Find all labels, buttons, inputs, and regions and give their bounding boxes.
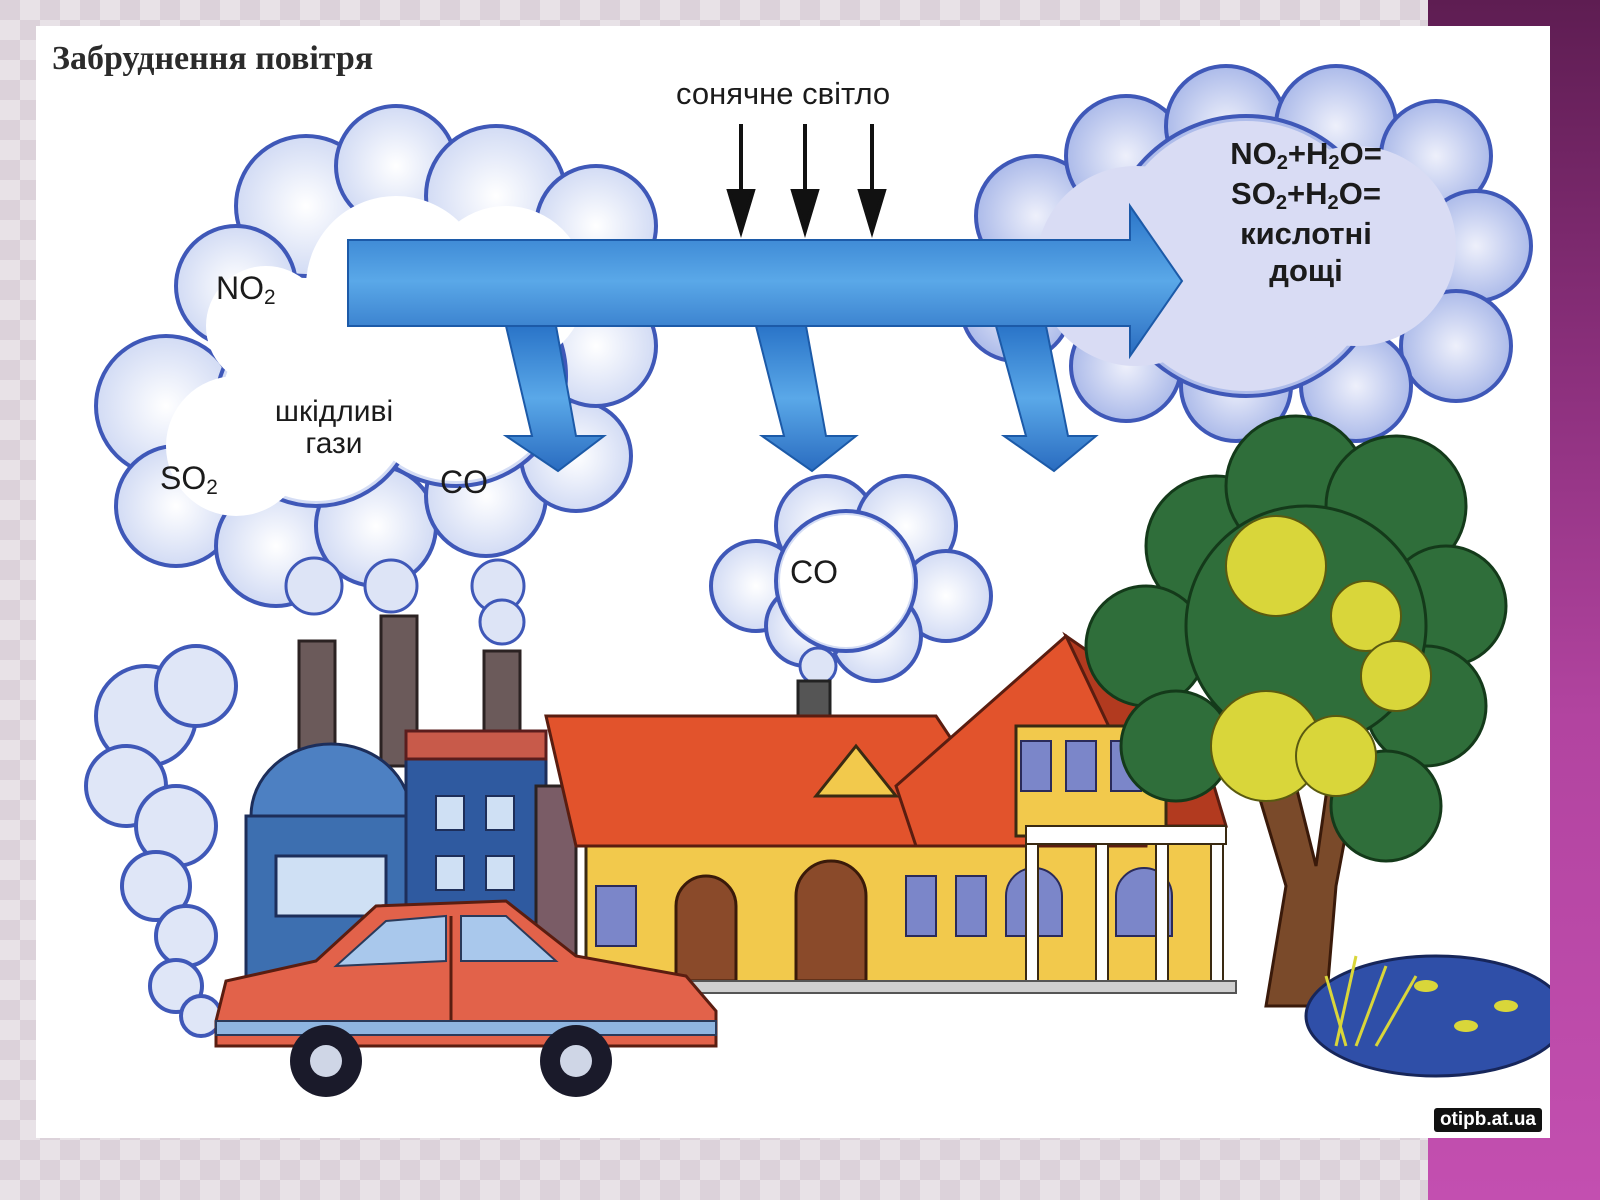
pollution-illustration	[84, 64, 1550, 1097]
so2-label: SO2	[160, 460, 218, 500]
no2-label: NO2	[216, 270, 276, 310]
harmful-gases-label: шкідливі гази	[274, 395, 394, 460]
no2-h2o-reaction: NO2+H2O=	[1230, 136, 1382, 175]
house	[544, 631, 1237, 994]
so2-h2o-reaction: SO2+H2O=	[1231, 176, 1381, 215]
chimney-smoke	[284, 556, 838, 686]
acid-rain-reactions: NO2+H2O= SO2+H2O= кислотні дощі	[1196, 136, 1416, 291]
sunlight-label: сонячне світло	[676, 76, 891, 111]
watermark: otipb.at.ua	[1433, 1108, 1542, 1132]
tree	[1084, 414, 1508, 1008]
car-exhaust-smoke	[84, 644, 238, 1038]
pollution-flow-arrow	[347, 202, 1184, 473]
co-factory-label: CO	[440, 464, 488, 500]
co-house-label: CO	[790, 554, 838, 590]
acid-rain-label: кислотні дощі	[1240, 216, 1372, 288]
illustration-panel: Забруднення повітря сонячне світло NO2 S…	[36, 26, 1550, 1138]
car	[214, 899, 718, 1097]
sunlight-arrows	[726, 124, 887, 238]
page-title: Забруднення повітря	[52, 40, 374, 77]
pond	[1304, 954, 1550, 1078]
